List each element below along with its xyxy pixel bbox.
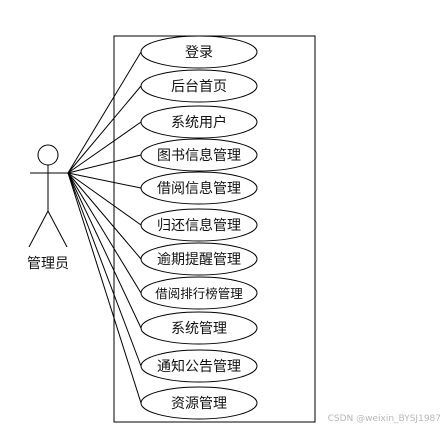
use-case-label: 系统用户 [171,114,227,131]
association-line [67,154,142,174]
use-case-label: 后台首页 [171,79,227,95]
association-line [67,121,142,174]
use-case-label: 归还信息管理 [157,217,241,234]
use-case: 归还信息管理 [140,208,258,242]
association-line [67,172,142,189]
use-case: 图书信息管理 [140,138,258,172]
use-case-ellipse [140,35,258,69]
association-line [67,172,142,367]
use-case-label: 借阅排行榜管理 [155,286,243,301]
use-case-label: 通知公告管理 [157,358,241,375]
use-case-label: 登录 [185,45,213,61]
use-case: 系统用户 [140,105,258,139]
association-line [67,85,142,174]
association-line [67,172,142,226]
association-line [67,172,142,260]
use-case-ellipse [140,349,258,383]
system-boundary [113,35,316,423]
use-case: 逾期提醒管理 [140,242,258,276]
use-case-ellipse [140,105,258,139]
use-case: 借阅信息管理 [140,171,258,205]
use-case: 通知公告管理 [140,349,258,383]
actor-figure [28,144,68,248]
use-case-label: 资源管理 [171,396,227,412]
watermark: CSDN @weixin_BYSJ1987 [327,414,441,424]
actor-head [37,144,59,166]
association-line [67,51,142,174]
use-case-label: 系统管理 [171,321,227,337]
use-case-ellipse [140,138,258,172]
use-case: 资源管理 [140,386,258,420]
association-line [67,172,142,294]
use-case-label: 图书信息管理 [157,147,241,164]
use-case: 系统管理 [140,311,258,345]
actor-left-leg [28,210,49,248]
use-case: 登录 [140,35,258,69]
use-case-label: 借阅信息管理 [157,180,241,197]
association-line [67,172,142,329]
actor-right-leg [47,210,68,248]
actor-label: 管理员 [27,256,69,272]
use-case-label: 逾期提醒管理 [157,252,241,268]
use-case-ellipse [140,386,258,420]
use-case-group: 登录后台首页系统用户图书信息管理借阅信息管理归还信息管理逾期提醒管理借阅排行榜管… [140,35,258,420]
association-line [67,172,142,404]
use-case-ellipse [140,208,258,242]
use-case-ellipse [140,311,258,345]
association-lines [67,51,142,404]
use-case: 后台首页 [140,69,258,103]
use-case-ellipse [140,171,258,205]
use-case-ellipse [140,69,258,103]
use-case-ellipse [140,276,258,310]
use-case-ellipse [140,242,258,276]
use-case: 借阅排行榜管理 [140,276,258,310]
